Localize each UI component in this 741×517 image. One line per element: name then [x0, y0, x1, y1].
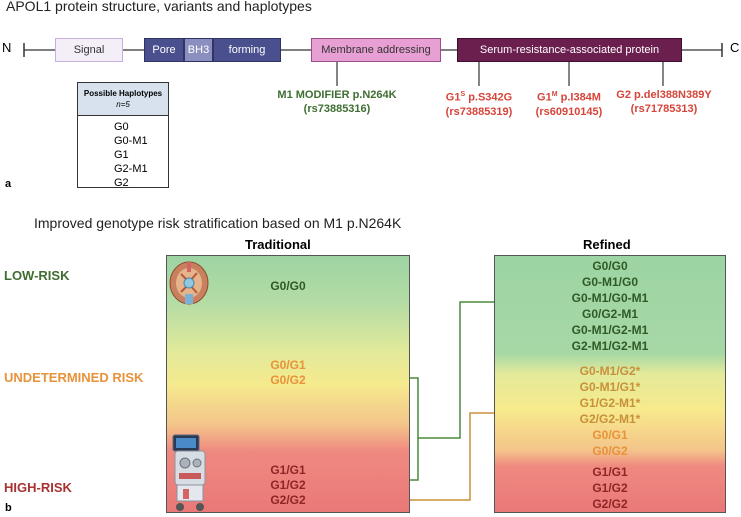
- panel-a-letter: a: [5, 178, 12, 190]
- g1s-variant-name: G1S p.S342G: [445, 91, 513, 104]
- high-risk-label: HIGH-RISK: [4, 480, 72, 495]
- ref-low-item: G0-M1/G0: [581, 275, 638, 289]
- g1s-variant-label: G1S p.S342G (rs73885319): [435, 88, 523, 119]
- g1s-variant-rsid: (rs73885319): [445, 105, 513, 118]
- ref-high-item: G1/G2: [592, 481, 628, 495]
- g1m-variant-name: G1M p.I384M: [537, 91, 601, 104]
- pore-domain: Pore: [144, 38, 184, 62]
- haplotype-header-text: Possible Haplotypes: [83, 89, 163, 98]
- g1m-variant-rsid: (rs60910145): [535, 105, 603, 118]
- m1-variant-rsid: (rs73885316): [303, 103, 371, 115]
- haplotype-table-header: Possible Haplotypes n=5: [78, 83, 168, 116]
- ref-low-item: G0/G0: [592, 259, 628, 273]
- ref-und-item: G0/G1: [592, 428, 628, 442]
- sra-domain: Serum-resistance-associated protein: [457, 38, 682, 62]
- m1-variant-label: M1 MODIFIER p.N264K (rs73885316): [272, 88, 402, 116]
- ref-star-item: G1/G2-M1*: [579, 396, 641, 410]
- dialysis-machine-icon: [172, 434, 206, 511]
- trad-high-g2-g2: G2/G2: [270, 493, 306, 507]
- haplotype-list: G0 G0-M1 G1 G2-M1 G2: [78, 116, 168, 190]
- membrane-addressing-domain: Membrane addressing: [311, 38, 441, 62]
- c-terminus-label: C: [730, 40, 740, 55]
- haplotype-item: G0: [114, 121, 129, 133]
- trad-und-g0-g1: G0/G1: [270, 358, 306, 372]
- traditional-column-title: Traditional: [245, 237, 311, 252]
- connector-high-to-undetermined: [410, 412, 494, 501]
- ref-star-item: G0-M1/G1*: [579, 380, 641, 394]
- refined-column-title: Refined: [583, 237, 631, 252]
- g2-variant-label: G2 p.del388N389Y (rs71785313): [610, 88, 718, 116]
- bh3-domain: BH3: [184, 38, 213, 62]
- panel-a-title: APOL1 protein structure, variants and ha…: [6, 0, 312, 14]
- panel-b-letter: b: [5, 502, 12, 514]
- n-terminus-label: N: [2, 40, 12, 55]
- connector-undetermined-to-low: [410, 301, 494, 439]
- connector-high-to-low: [410, 438, 419, 481]
- signal-domain: Signal: [55, 38, 123, 62]
- g2-variant-name: G2 p.del388N389Y: [616, 89, 712, 101]
- ref-star-item: G2/G2-M1*: [579, 412, 641, 426]
- trad-high-g1-g2: G1/G2: [270, 478, 306, 492]
- g1m-variant-label: G1M p.I384M (rs60910145): [526, 88, 612, 119]
- ref-und-item: G0/G2: [592, 444, 628, 458]
- ref-low-item: G0/G2-M1: [581, 307, 638, 321]
- ref-star-item: G0-M1/G2*: [579, 364, 641, 378]
- m1-variant-name: M1 MODIFIER p.N264K: [277, 89, 397, 101]
- traditional-panel: G0/G0 G0/G1 G0/G2 G1/G1 G1/G2 G2/G2: [166, 255, 410, 513]
- ref-low-item: G0-M1/G0-M1: [571, 291, 649, 305]
- trad-low-g0-g0: G0/G0: [270, 279, 306, 293]
- g2-variant-rsid: (rs71785313): [630, 103, 698, 115]
- ref-high-item: G1/G1: [592, 465, 628, 479]
- undetermined-risk-label: UNDETERMINED RISK: [4, 370, 144, 385]
- haplotype-item: G1: [114, 149, 129, 161]
- haplotype-table: Possible Haplotypes n=5 G0 G0-M1 G1 G2-M…: [77, 82, 169, 190]
- haplotype-item: G0-M1: [114, 135, 148, 147]
- ref-low-item: G2-M1/G2-M1: [571, 339, 649, 353]
- kidney-icon: [169, 261, 209, 305]
- trad-und-g0-g2: G0/G2: [270, 373, 306, 387]
- trad-high-g1-g1: G1/G1: [270, 463, 306, 477]
- refined-panel: G0/G0 G0-M1/G0 G0-M1/G0-M1 G0/G2-M1 G0-M…: [494, 255, 726, 513]
- forming-domain: forming: [213, 38, 281, 62]
- low-risk-label: LOW-RISK: [4, 268, 70, 283]
- ref-high-item: G2/G2: [592, 497, 628, 511]
- haplotype-count: n=5: [116, 100, 130, 109]
- haplotype-item: G2-M1: [114, 163, 148, 175]
- panel-b-title: Improved genotype risk stratification ba…: [34, 215, 402, 231]
- haplotype-item: G2: [114, 177, 129, 189]
- ref-low-item: G0-M1/G2-M1: [571, 323, 649, 337]
